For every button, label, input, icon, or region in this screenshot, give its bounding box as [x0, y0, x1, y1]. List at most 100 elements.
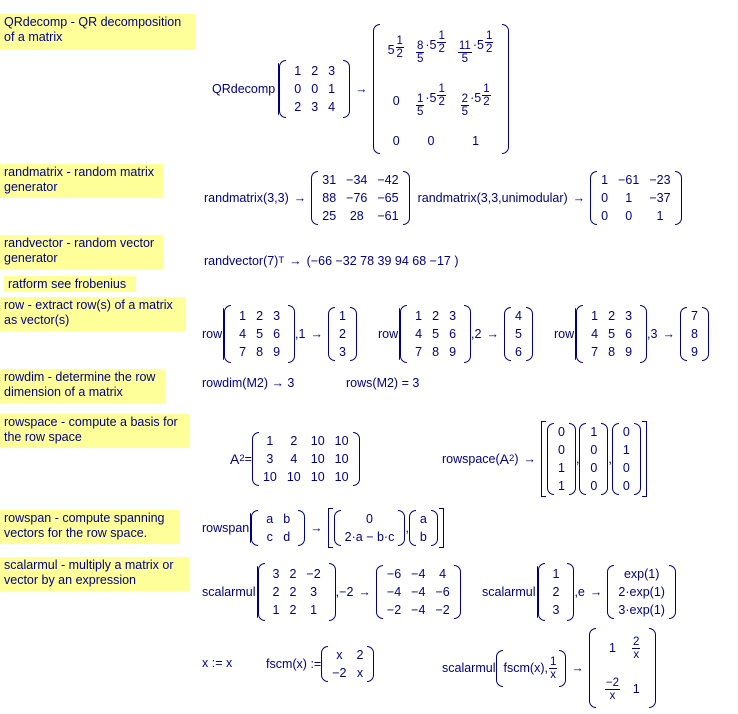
matrix-cell: 10: [310, 470, 325, 484]
matrix-row: 6: [510, 343, 527, 361]
matrix-cell: 1: [557, 461, 565, 475]
matrix-row: a: [415, 510, 432, 528]
matrix-cell: 9: [273, 345, 281, 359]
matrix-cell: 1: [601, 173, 609, 187]
matrix-cell: 7: [690, 309, 698, 323]
matrix-cell: 1: [557, 479, 565, 493]
matrix-cell: b: [419, 530, 427, 544]
matrix-cell: −37: [649, 191, 671, 205]
matrix-cell: 6: [449, 327, 457, 341]
matrix-cell: 10: [286, 470, 301, 484]
matrix-cell: 3: [338, 345, 346, 359]
matrix-row: 1 −61 −23: [596, 171, 675, 189]
randvector-expression: randvector(7)T → (−66 −32 78 39 94 68 −1…: [204, 254, 459, 268]
matrix-cell: 1: [622, 443, 630, 457]
matrix-cell: 3: [310, 585, 318, 599]
matrix-cell: −4: [411, 585, 426, 599]
matrix-cell: −61: [377, 209, 399, 223]
matrix-row: 1: [548, 565, 565, 583]
matrix-cell: 4: [415, 327, 423, 341]
matrix-cell: 2: [338, 327, 346, 341]
matrix-cell: 5: [514, 327, 522, 341]
matrix-cell: 3: [311, 100, 319, 114]
matrix-cell: 6: [625, 327, 633, 341]
matrix-cell: 2: [256, 309, 264, 323]
matrix-cell: 1: [272, 603, 280, 617]
matrix-cell: 1: [328, 82, 336, 96]
matrix-cell: −34: [346, 173, 368, 187]
matrix-row: 0: [585, 459, 602, 477]
matrix-cell: 28: [349, 209, 364, 223]
matrix-cell: 2: [552, 585, 560, 599]
matrix-row: 1: [553, 477, 570, 495]
matrix-cell: 9: [449, 345, 457, 359]
matrix-cell: x: [336, 648, 343, 662]
matrix-row: 88−76−65: [317, 189, 403, 207]
matrix-cell: 4: [591, 327, 599, 341]
matrix-row: 2: [548, 583, 565, 601]
matrix-cell: 0: [625, 209, 633, 223]
matrix-cell: 0: [557, 425, 565, 439]
note-rowspan: rowspan - compute spanning vectors for t…: [0, 510, 180, 544]
matrix-cell: 3: [273, 309, 281, 323]
matrix-cell: −65: [377, 191, 399, 205]
matrix-cell: 1: [338, 309, 346, 323]
note-randmatrix: randmatrix - random matrix generator: [0, 164, 163, 198]
matrix-cell: 1: [625, 191, 633, 205]
matrix-cell: 0: [311, 82, 319, 96]
matrix-cell: 0: [622, 425, 630, 439]
matrix-cell: 0: [557, 443, 565, 457]
matrix-cell: 1: [415, 309, 423, 323]
matrix-row: 0: [618, 459, 635, 477]
matrix-row: 2: [334, 325, 351, 343]
matrix-cell: 1: [310, 603, 318, 617]
matrix-cell: −23: [649, 173, 671, 187]
matrix-cell: 3: [552, 603, 560, 617]
note-rowdim: rowdim - determine the row dimension of …: [0, 369, 166, 403]
matrix-cell: 7: [239, 345, 247, 359]
matrix-cell: 9: [690, 345, 698, 359]
note-qrdecomp: QRdecomp - QR decomposition of a matrix: [0, 14, 196, 50]
matrix-cell: −4: [411, 567, 426, 581]
matrix-cell: −4: [411, 603, 426, 617]
matrix-cell: 31: [322, 173, 337, 187]
matrix-cell: 0: [601, 209, 609, 223]
matrix-cell: 0: [590, 479, 598, 493]
matrix-cell: 25: [322, 209, 337, 223]
matrix-cell: 0: [622, 479, 630, 493]
note-row: row - extract row(s) of a matrix as vect…: [0, 297, 186, 331]
matrix-cell: 3: [625, 309, 633, 323]
randvector-result: (−66 −32 78 39 94 68 −17 ): [306, 254, 459, 268]
matrix-cell: 0: [590, 461, 598, 475]
matrix-cell: −61: [618, 173, 640, 187]
matrix-cell: x: [356, 666, 364, 680]
matrix-cell: 10: [334, 434, 349, 448]
matrix-cell: 8: [690, 327, 698, 341]
matrix-row: 3: [548, 601, 565, 619]
matrix-row: 0: [618, 423, 635, 441]
matrix-row: 31−34−42: [317, 171, 403, 189]
